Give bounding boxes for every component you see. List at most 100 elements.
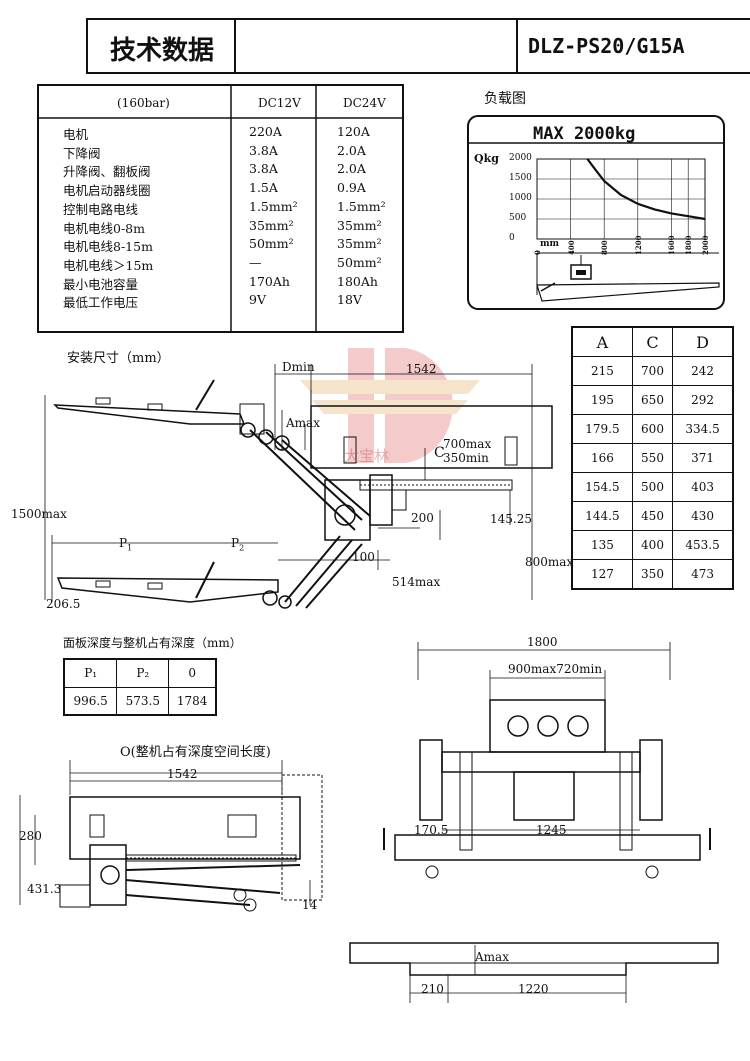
spec-row-label: 最小电池容量 — [63, 276, 139, 292]
load-curve-point — [704, 218, 706, 220]
spec-row-dc24: 120A — [337, 124, 370, 139]
side-dim-1542: 1542 — [167, 767, 198, 781]
abcd-cell: 700 — [631, 356, 674, 386]
y-tick-label: 2000 — [509, 153, 532, 163]
spec-row-label: 升降阀、翻板阀 — [63, 164, 151, 180]
dim-145-25: 145.25 — [490, 512, 532, 526]
abcd-cell: 135 — [571, 530, 633, 560]
spec-row-label: 电机电线＞15m — [63, 257, 154, 273]
abcd-cell: 127 — [571, 559, 633, 590]
spec-header-dc12v: DC12V — [258, 96, 301, 110]
abcd-cell: 195 — [571, 385, 633, 415]
abcd-cell: 371 — [672, 443, 734, 473]
dim-p1: P1 — [119, 536, 133, 553]
dim-206-5: 206.5 — [46, 597, 81, 611]
depth-header-p1: P₁ — [63, 658, 118, 688]
dim-dmin: Dmin — [282, 360, 315, 374]
spec-row-dc24: 50mm² — [337, 254, 382, 270]
spec-row-dc12: 50mm² — [249, 236, 294, 252]
x-tick-label: 0 — [533, 250, 542, 255]
abcd-cell: 215 — [571, 356, 633, 386]
model-cell — [516, 18, 750, 74]
platform-schematic-icon — [536, 252, 720, 302]
rear-dim-900-720: 900max720min — [508, 662, 603, 676]
spec-row-label: 电机电线8-15m — [63, 239, 153, 255]
spec-row-dc12: 9V — [249, 292, 266, 308]
spec-row-dc24: 18V — [337, 292, 362, 308]
load-chart-frame — [467, 115, 725, 310]
bottom-dim-amax: Amax — [475, 950, 509, 964]
spec-header-pressure: (160bar) — [117, 96, 170, 110]
abcd-cell: 600 — [631, 414, 674, 444]
load-curve-point — [595, 169, 597, 171]
abcd-header-d: D — [672, 326, 734, 357]
abcd-cell: 650 — [631, 385, 674, 415]
spec-row-dc12: 3.8A — [249, 142, 278, 158]
spec-row-label: 电机启动器线圈 — [63, 183, 151, 199]
spec-row-dc12: — — [249, 254, 262, 270]
side-view-drawing — [19, 760, 323, 912]
install-drawing — [44, 348, 553, 609]
load-curve-point — [586, 158, 589, 160]
load-chart — [467, 115, 725, 310]
spec-row-label: 控制电路电线 — [63, 201, 139, 217]
spec-row-dc12: 170Ah — [249, 273, 290, 289]
x-tick-label: 2000 — [701, 235, 710, 255]
depth-header-p2: P₂ — [116, 658, 170, 688]
spec-row-dc24: 2.0A — [337, 161, 366, 177]
abcd-cell: 350 — [631, 559, 674, 590]
spec-row-dc24: 0.9A — [337, 180, 366, 196]
spec-row-dc12: 35mm² — [249, 217, 294, 233]
spec-row-label: 电机 — [63, 127, 89, 142]
chart-curve — [586, 158, 706, 221]
abcd-cell: 242 — [672, 356, 734, 386]
load-curve-point — [620, 194, 622, 196]
abcd-cell: 500 — [631, 472, 674, 502]
depth-value-p2: 573.5 — [116, 686, 170, 716]
dim-200: 200 — [411, 511, 434, 525]
depth-value-o: 1784 — [168, 686, 217, 716]
y-tick-label: 1500 — [509, 173, 532, 183]
bottom-view-outline — [349, 942, 719, 976]
title-block: 技术数据 DLZ-PS20/G15A — [0, 0, 750, 74]
x-tick-label: 1200 — [633, 235, 643, 255]
rear-dim-1800: 1800 — [527, 635, 558, 649]
spec-row-dc24: 2.0A — [337, 142, 366, 158]
spec-row-dc12: 1.5mm² — [249, 198, 298, 214]
title-cell — [86, 18, 236, 74]
depth-value-p1: 996.5 — [63, 686, 118, 716]
abcd-cell: 453.5 — [672, 530, 734, 560]
x-tick-label: 800 — [600, 240, 610, 255]
abcd-cell: 166 — [571, 443, 633, 473]
rear-view-drawing — [383, 642, 711, 879]
depth-table: P₁ P₂ 0 996.5 573.5 1784 — [63, 658, 217, 716]
abcd-cell: 403 — [672, 472, 734, 502]
y-tick-label: 0 — [509, 233, 515, 243]
dim-514max: 514max — [392, 575, 441, 589]
spec-row-dc12: 1.5A — [249, 180, 278, 196]
load-chart-ylabel: Qkg — [474, 152, 499, 165]
abcd-cell: 334.5 — [672, 414, 734, 444]
dim-1500max: 1500max — [11, 507, 67, 521]
platform-lowered — [56, 577, 279, 603]
page-title: 技术数据 — [110, 36, 215, 66]
abcd-cell: 430 — [672, 501, 734, 531]
load-chart-xunit: mm — [540, 239, 560, 249]
side-dim-14: 14 — [302, 898, 318, 912]
load-curve-point — [653, 208, 656, 211]
load-curve-point — [637, 203, 639, 205]
load-curve-point — [670, 212, 673, 215]
abcd-header-a: A — [571, 326, 633, 357]
dim-c: C — [434, 445, 445, 461]
abcd-cell: 450 — [631, 501, 674, 531]
watermark-text: 大宝林 — [344, 447, 390, 465]
bottom-view-drawing — [349, 942, 719, 1003]
side-dim-431-3: 431.3 — [27, 882, 62, 896]
spec-header-dc24v: DC24V — [343, 96, 386, 110]
abcd-cell: 144.5 — [571, 501, 633, 531]
spec-table-lines — [39, 86, 402, 331]
